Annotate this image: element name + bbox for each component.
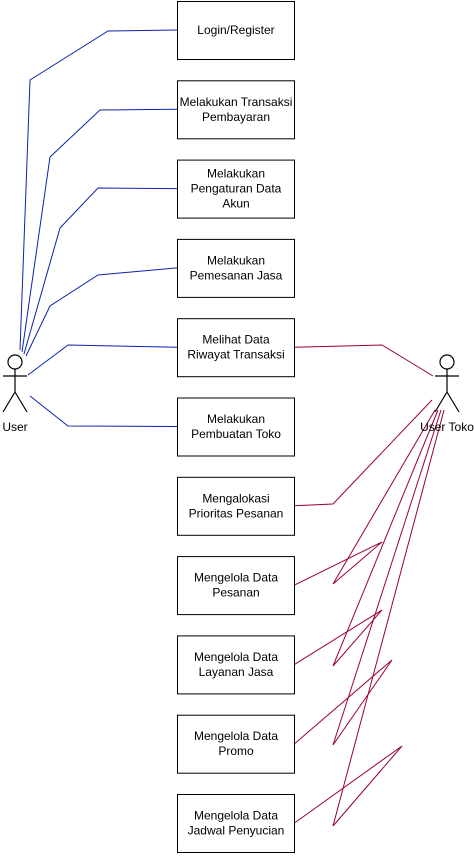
use-case-box — [177, 318, 295, 378]
association-user-login — [19, 29, 178, 351]
use-case-label: Mengelola Data — [194, 729, 278, 743]
use-case-box — [177, 159, 295, 219]
use-case-box — [177, 635, 295, 695]
use-case-label: Login/Register — [197, 23, 274, 37]
use-case-label: Prioritas Pesanan — [189, 506, 284, 520]
use-case-label: Melakukan — [207, 167, 265, 181]
use-case-box — [177, 794, 295, 853]
actor-user-label: User — [2, 420, 27, 434]
use-case-label: Mengelola Data — [194, 809, 278, 823]
actor-user-right-leg — [14, 391, 28, 413]
association-user-toko-riwayat — [294, 344, 434, 377]
association-user-toko-jadwal — [294, 409, 445, 827]
actor-user-toko-label: User Toko — [420, 420, 474, 434]
association-user-toko-layanan — [294, 409, 439, 667]
actor-user-toko-right-leg — [446, 391, 460, 413]
use-case-label: Mengalokasi — [202, 491, 269, 505]
user-associations — [19, 29, 178, 427]
use-case-box — [177, 80, 295, 140]
use-case-label: Pesanan — [212, 586, 259, 600]
association-user-pembuatan — [29, 395, 178, 427]
actor-user-head — [7, 354, 23, 370]
use-case-box — [177, 556, 295, 616]
use-case-label: Akun — [222, 197, 249, 211]
actor-user-left-leg — [2, 391, 16, 413]
association-user-pengaturan — [23, 187, 178, 355]
use-case-box — [177, 238, 295, 298]
actor-user — [2, 354, 28, 413]
association-user-transaksi — [21, 108, 178, 353]
use-case-label: Pembuatan Toko — [191, 427, 281, 441]
association-user-riwayat — [27, 344, 178, 376]
use-case-label: Pemesanan Jasa — [190, 268, 283, 282]
actor-user-toko-head — [439, 354, 455, 370]
association-user-pemesanan — [25, 267, 178, 357]
actor-user-toko — [434, 354, 460, 413]
use-case-box — [177, 476, 295, 536]
use-case-label: Promo — [218, 744, 254, 758]
actor-user-toko-left-leg — [434, 391, 448, 413]
use-case-label: Melakukan — [207, 253, 265, 267]
use-case-label: Melihat Data — [202, 333, 270, 347]
use-case-label: Mengelola Data — [194, 650, 278, 664]
association-user-toko-promo — [294, 409, 442, 746]
use-case-box — [177, 1, 295, 60]
association-user-toko-prioritas — [294, 399, 433, 507]
association-user-toko-pesanan — [294, 409, 436, 586]
use-case-label: Melakukan Transaksi — [180, 95, 293, 109]
use-case-label: Melakukan — [207, 412, 265, 426]
use-case-label: Riwayat Transaksi — [187, 348, 284, 362]
use-case-box — [177, 714, 295, 774]
use-case-login: Login/Register — [177, 1, 295, 60]
use-case-label: Pembayaran — [202, 110, 270, 124]
use-case-label: Mengelola Data — [194, 571, 278, 585]
use-case-box — [177, 397, 295, 457]
use-case-label: Jadwal Penyucian — [188, 824, 285, 838]
use-case-label: Layanan Jasa — [199, 665, 274, 679]
use-case-label: Pengaturan Data — [191, 182, 282, 196]
user-toko-associations — [294, 344, 445, 827]
